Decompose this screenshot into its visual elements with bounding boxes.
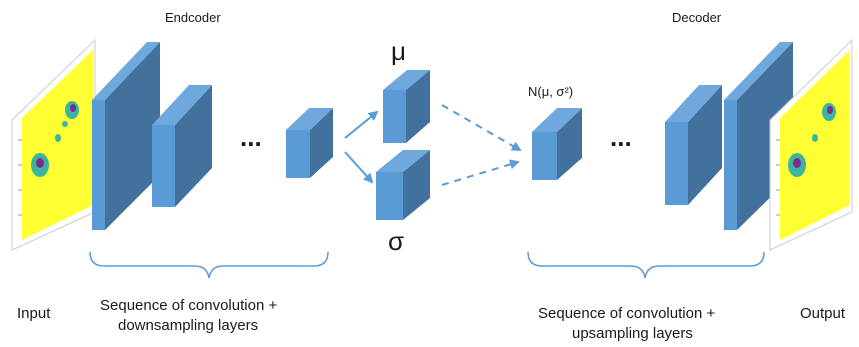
decoder-caption-line1: Sequence of convolution + xyxy=(538,305,715,322)
input-label: Input xyxy=(17,305,51,322)
decoder-layer-1 xyxy=(665,85,722,205)
output-blob xyxy=(812,134,818,142)
input-blob xyxy=(55,134,61,142)
input-image xyxy=(11,38,96,251)
input-blob-core xyxy=(70,104,76,112)
decoder-brace xyxy=(527,251,765,279)
input-map-ticks xyxy=(18,139,22,216)
encoder-layer-1 xyxy=(92,42,160,230)
encoder-caption-line2: downsampling layers xyxy=(118,317,258,334)
encoder-title: Endcoder xyxy=(165,10,221,25)
encoder-brace xyxy=(89,251,329,279)
sigma-block xyxy=(376,150,430,220)
encoder-layer-2 xyxy=(152,85,212,207)
encoder-ellipsis: ... xyxy=(240,122,262,152)
input-blob xyxy=(62,121,68,127)
dashed-arrow-mu-to-sample xyxy=(441,104,522,151)
decoder-ellipsis: ... xyxy=(610,122,632,152)
mu-label: μ xyxy=(391,36,406,66)
sample-block xyxy=(532,108,582,180)
output-image xyxy=(769,38,853,251)
decoder-caption-line2: upsampling layers xyxy=(572,325,693,342)
output-label: Output xyxy=(800,305,846,322)
input-blob-core xyxy=(36,158,44,168)
dashed-arrow-sigma-to-sample xyxy=(441,159,520,186)
sample-label: N(μ, σ²) xyxy=(528,84,573,99)
decoder-title: Decoder xyxy=(672,10,722,25)
arrow-to-sigma xyxy=(344,151,374,184)
output-map-ticks xyxy=(776,139,780,216)
mu-block xyxy=(383,70,430,143)
output-blob-core xyxy=(793,158,801,168)
encoder-layer-3 xyxy=(286,108,333,178)
arrow-to-mu xyxy=(344,110,379,139)
sigma-label: σ xyxy=(388,226,404,256)
output-blob-core xyxy=(827,106,833,114)
encoder-caption-line1: Sequence of convolution + xyxy=(100,297,277,314)
